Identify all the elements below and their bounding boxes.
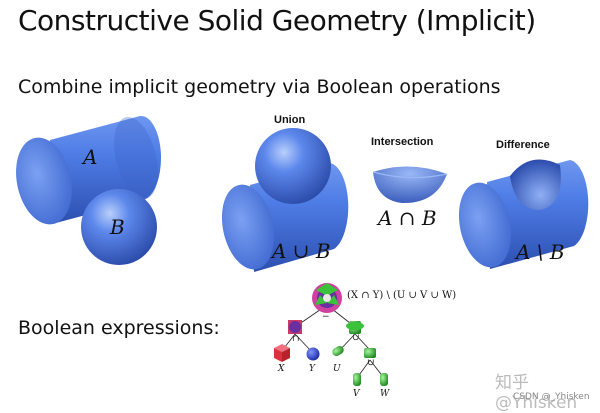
tree-root-expression: (X ∩ Y) \ (U ∪ V ∪ W) [347, 290, 457, 301]
intersection-shape [372, 166, 448, 204]
difference-expression: A \ B [516, 240, 565, 264]
leaf-y-sphere [306, 347, 320, 361]
boolean-expressions-label: Boolean expressions: [18, 317, 220, 339]
difference-label: Difference [496, 139, 550, 151]
watermark-csdn: CSDN @_Yhisken [513, 392, 590, 402]
intersection-label: Intersection [371, 136, 434, 148]
tree-cap-symbol: ∩ [292, 334, 300, 344]
leaf-v-cylinder [353, 373, 361, 386]
leaf-w-cylinder [380, 373, 388, 386]
union-label: Union [274, 114, 306, 126]
label-a: A [83, 145, 98, 169]
leaf-w-label: W [380, 389, 390, 399]
leaf-y-label: Y [309, 364, 315, 374]
tree-minus-symbol: − [322, 312, 330, 322]
leaf-u-label: U [333, 364, 341, 374]
tree-sub-union-node [364, 348, 376, 358]
leaf-u-cylinder [332, 346, 344, 356]
leaf-v-label: V [353, 389, 360, 399]
intersection-expression: A ∩ B [378, 206, 437, 230]
difference-shape [458, 159, 589, 269]
leaf-x-label: X [278, 364, 285, 374]
label-b: B [110, 215, 125, 239]
csg-tree [274, 283, 388, 386]
sphere-b-shape [81, 189, 157, 265]
tree-intersection-node [288, 320, 302, 334]
slide-title: Constructive Solid Geometry (Implicit) [18, 4, 536, 37]
tree-cup-symbol: ∪ [352, 333, 360, 343]
tree-cup-symbol-2: ∪ [367, 358, 375, 368]
union-shape [221, 128, 349, 272]
union-expression: A ∪ B [272, 239, 331, 263]
watermark-zhihu: 知乎 @Yhisken [495, 373, 578, 413]
tree-union-node [346, 321, 364, 334]
slide-subtitle: Combine implicit geometry via Boolean op… [18, 76, 501, 98]
leaf-x-cube [274, 344, 290, 362]
